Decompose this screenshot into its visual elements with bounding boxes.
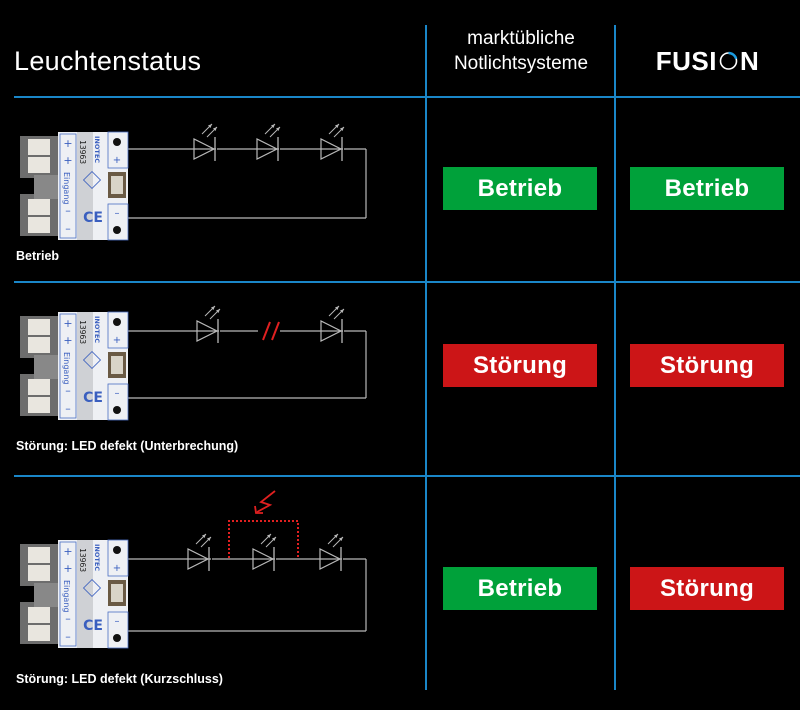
fusion-logo-text-end: N [739,46,760,76]
circuit-row-normal [126,123,367,219]
svg-text:13963: 13963 [78,548,87,572]
fusion-logo-text-start: FUSI [655,46,717,76]
svg-text:–: – [115,388,120,399]
page-title: Leuchtenstatus [14,46,202,76]
svg-text:CE: CE [83,618,103,634]
market-status-badge: Betrieb [443,567,597,610]
svg-text:+: + [63,545,72,558]
market-status-badge: Störung [443,344,597,387]
svg-text:Eingang: Eingang [62,580,71,612]
svg-text:13963: 13963 [78,320,87,344]
svg-text:+: + [63,137,72,150]
svg-text:+: + [63,562,72,575]
svg-text:–: – [115,208,120,219]
svg-text:–: – [65,612,71,625]
svg-text:–: – [65,630,71,643]
svg-text:INOTEC: INOTEC [93,316,101,343]
svg-text:–: – [65,204,71,217]
svg-text:–: – [65,402,71,415]
row-caption: Betrieb [16,249,60,263]
svg-text:–: – [115,616,120,627]
fusion-status-badge: Störung [630,567,784,610]
svg-text:+: + [113,155,121,166]
inotec-module-image: + + – – Eingang 13963 INOTEC + – CE [20,310,132,422]
svg-text:+: + [113,563,121,574]
fusion-status-badge: Störung [630,344,784,387]
row-caption: Störung: LED defekt (Kurzschluss) [16,672,223,686]
svg-text:+: + [113,335,121,346]
column-header-market-line2: Notlichtsysteme [453,53,589,74]
svg-text:+: + [63,317,72,330]
inotec-module-image: + + – – Eingang 13963 INOTEC + – CE [20,538,132,650]
fusion-logo: FUSI N [615,46,800,77]
circuit-row-open [126,305,367,399]
grid-row-divider [14,96,800,98]
svg-text:Eingang: Eingang [62,352,71,384]
grid-row-divider [14,475,800,477]
row-caption: Störung: LED defekt (Unterbrechung) [16,439,239,453]
svg-text:–: – [65,384,71,397]
svg-text:+: + [63,334,72,347]
svg-text:INOTEC: INOTEC [93,544,101,571]
grid-divider-market [425,25,427,690]
inotec-module-image: + + – – Eingang 13963 INOTEC + – CE [20,130,132,242]
lightning-icon [254,490,276,514]
fusion-logo-ring-icon [718,48,739,70]
svg-text:Eingang: Eingang [62,172,71,204]
svg-text:CE: CE [83,390,103,406]
fusion-status-badge: Betrieb [630,167,784,210]
svg-text:INOTEC: INOTEC [93,136,101,163]
svg-text:–: – [65,222,71,235]
svg-text:CE: CE [83,210,103,226]
grid-row-divider [14,281,800,283]
column-header-market-line1: marktübliche [467,28,575,49]
column-header-market: marktübliche Notlichtsysteme [428,26,614,76]
circuit-row-short [126,490,367,632]
short-circuit-bridge [228,520,299,558]
grid-divider-fusion [614,25,616,690]
open-circuit-break-icon [258,320,280,342]
svg-text:+: + [63,154,72,167]
svg-text:13963: 13963 [78,140,87,164]
market-status-badge: Betrieb [443,167,597,210]
